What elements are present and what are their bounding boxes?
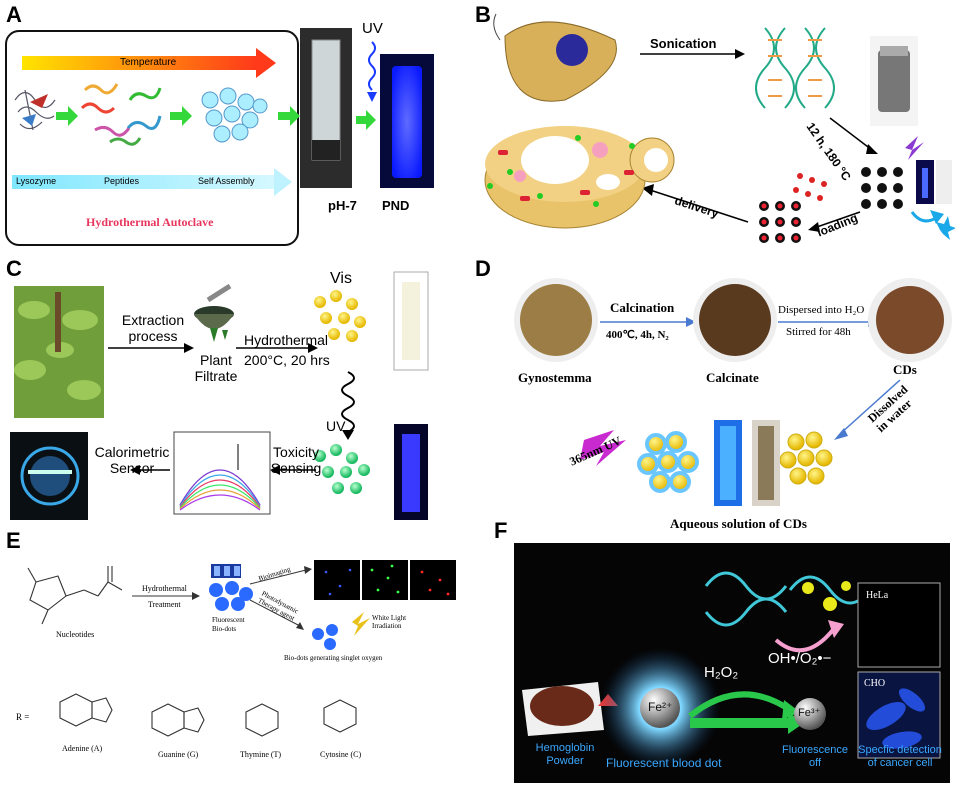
lysozyme-label: Lysozyme [16, 176, 57, 186]
fluorescent-biodots-label: Fluorescent Bio-dots [212, 616, 245, 633]
hemoglobin-label: Hemoglobin Powder [535, 742, 595, 767]
treatment-label: Treatment [148, 600, 181, 609]
oh-label: OH•/O₂•− [768, 650, 832, 667]
bioimaging-label: Bioimaging [257, 565, 292, 583]
delivery-label: delivery [672, 193, 721, 221]
toxicity-label: Toxicity Sensing [270, 444, 322, 476]
pnd-label: PND [382, 198, 410, 213]
hela-label: HeLa [866, 590, 889, 601]
blood-dot-label: Fluorescent blood dot [606, 756, 722, 770]
panel-a-label: A [6, 2, 22, 27]
calcination-conditions-label: 400℃, 4h, N₂ [606, 329, 669, 341]
gynostemma-label: Gynostemma [518, 370, 592, 385]
aqueous-label: Aqueous solution of CDs [670, 516, 807, 531]
extraction-label: Extraction process [121, 312, 185, 344]
panel-b-label: B [475, 2, 491, 27]
cytosine-label: Cytosine (C) [320, 750, 362, 759]
sonication-label: Sonication [650, 36, 717, 51]
calcination-label: Calcination [610, 300, 675, 315]
hydrothermal-label-c: Hydrothermal [244, 332, 329, 348]
photodynamic-label: Photodynamic Therapy agent [256, 589, 300, 623]
calcinate-label: Calcinate [706, 370, 759, 385]
loading-label: loading [814, 210, 860, 240]
hydrothermal-autoclave-label: Hydrothermal Autoclave [86, 215, 214, 229]
panel-e-label: E [6, 528, 21, 553]
self-assembly-label: Self Assembly [198, 176, 255, 186]
uv365-label: 365nm UV [567, 433, 624, 469]
h2o2-label: H₂O₂ [704, 664, 739, 681]
guanine-label: Guanine (G) [158, 750, 199, 759]
plant-filtrate-label: Plant Filtrate [194, 352, 238, 384]
hydrothermal-label-e: Hydrothermal [142, 584, 187, 593]
specific-detection-label: Specfic detection of cancer cell [858, 744, 942, 769]
conditions-label-c: 200°C, 20 hrs [244, 352, 330, 368]
vis-label: Vis [330, 270, 352, 287]
white-light-label: White Light Irradiation [372, 614, 407, 630]
uv-label-a: UV [362, 20, 383, 37]
peptides-label: Peptides [104, 176, 140, 186]
thymine-label: Thymine (T) [240, 750, 282, 759]
panel-f-label: F [494, 518, 508, 543]
calorimetric-label: Calorimetric Sensor [94, 444, 170, 476]
adenine-label: Adenine (A) [62, 744, 103, 753]
uv-label-c: UV [326, 418, 346, 434]
fe3-label: Fe³⁺ [798, 707, 821, 719]
stirred-label: Stirred for 48h [786, 326, 851, 338]
singlet-oxygen-label: Bio-dots generating singlet oxygen [284, 654, 383, 662]
fe2-label: Fe²⁺ [648, 700, 673, 714]
nucleotides-label: Nucleotides [56, 630, 95, 639]
fluorescence-off-label: Fluorescence off [781, 744, 849, 769]
ph-label: pH-7 [328, 198, 357, 213]
condition-label-b: 12 h, 180 °C [803, 120, 854, 184]
cho-label: CHO [864, 678, 886, 689]
dispersed-label: Dispersed into H₂O [778, 304, 865, 316]
dissolved-label: Dissolved in water [864, 382, 915, 435]
panel-c-label: C [6, 256, 22, 281]
r-label: R = [16, 712, 30, 722]
temperature-label: Temperature [120, 57, 177, 68]
panel-d-label: D [475, 256, 491, 281]
cds-label: CDs [893, 362, 917, 377]
